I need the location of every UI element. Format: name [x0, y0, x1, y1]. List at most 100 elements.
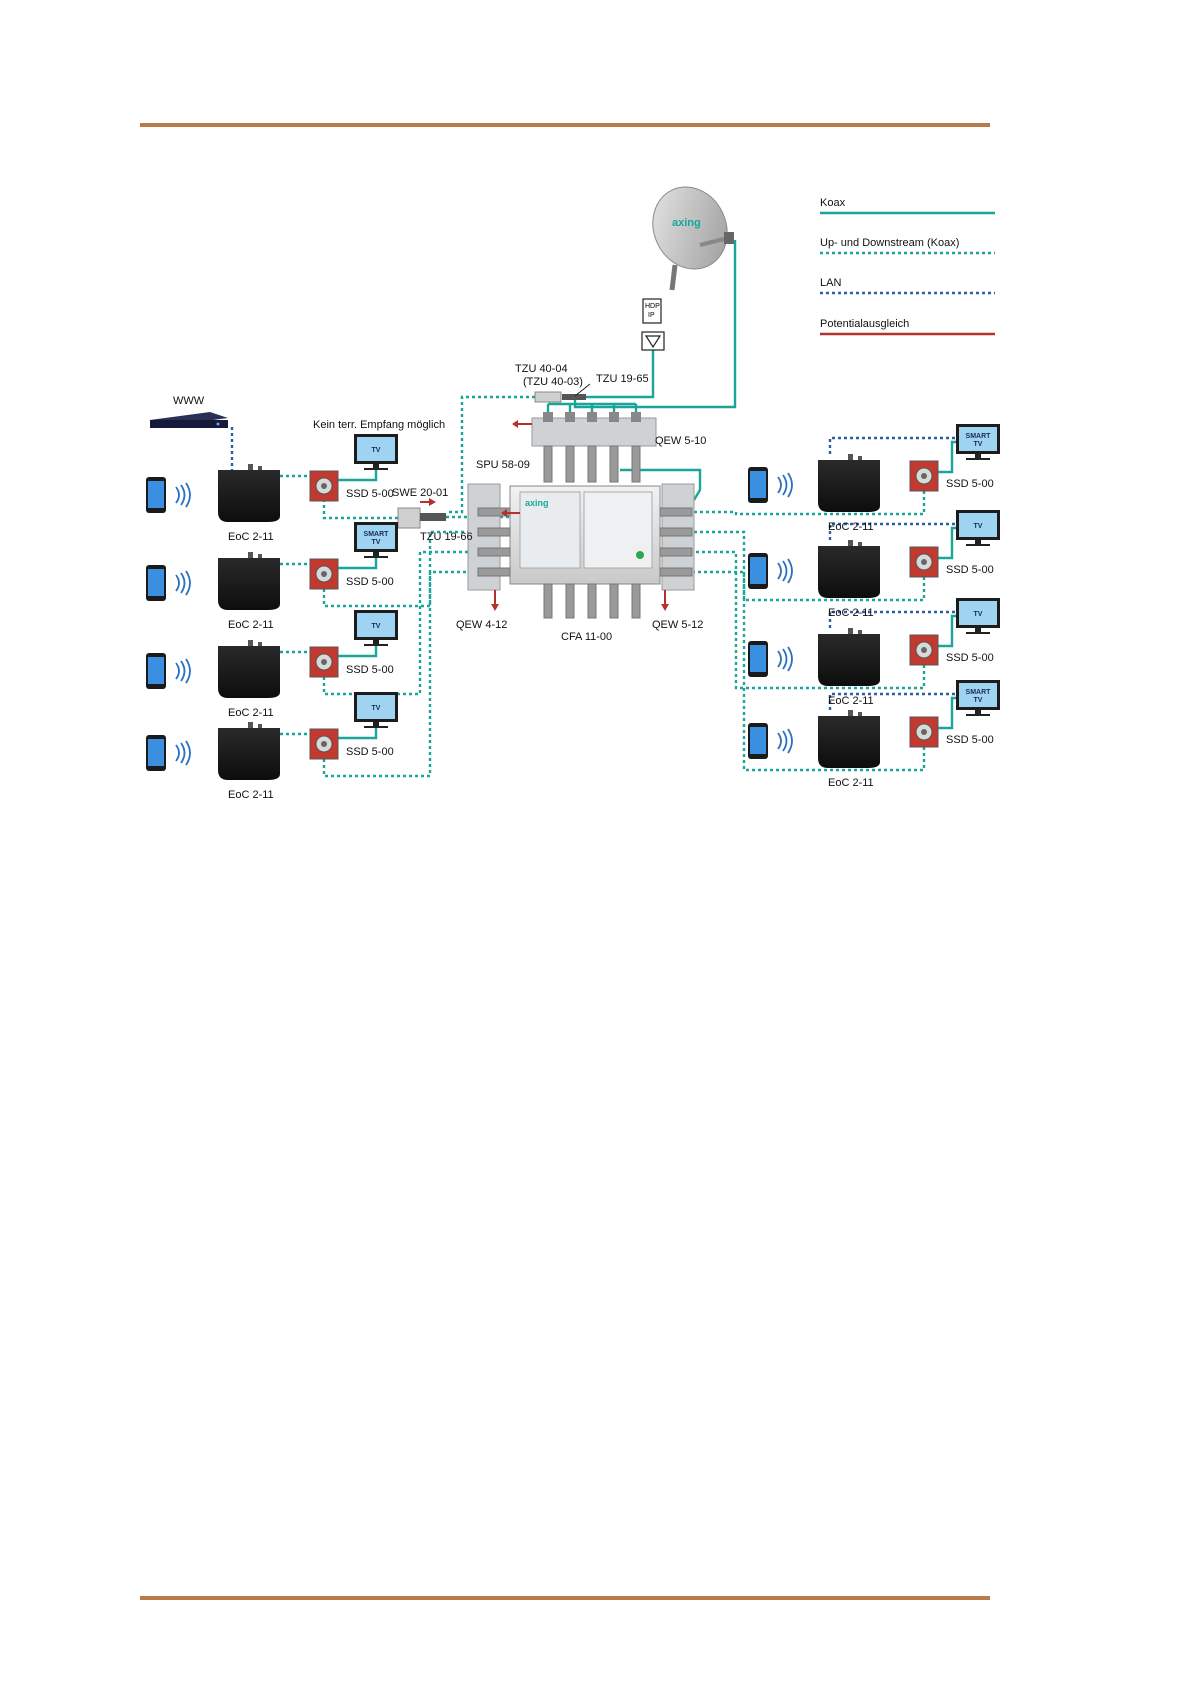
antenna-port [258, 554, 262, 559]
eoc-box [818, 546, 880, 598]
tv-screen [959, 683, 997, 707]
tv-label: TV [974, 611, 983, 618]
eoc-label: EoC 2-11 [228, 531, 274, 543]
eoc-label: EoC 2-11 [828, 777, 874, 789]
eoc-label: EoC 2-11 [828, 521, 874, 533]
eoc-label: EoC 2-11 [828, 695, 874, 707]
socket-port [921, 729, 927, 735]
updown-line [692, 570, 926, 772]
antenna-port [858, 712, 862, 717]
antenna-port [848, 540, 853, 547]
phone-screen [750, 471, 766, 498]
phone-screen [148, 481, 164, 508]
wifi-icon [180, 572, 186, 594]
f-connector [631, 583, 641, 619]
legend-label-koax: Koax [820, 197, 846, 209]
eoc-label: EoC 2-11 [828, 607, 874, 619]
wifi-icon [180, 742, 186, 764]
eoc-box [218, 646, 280, 698]
antenna-port [258, 642, 262, 647]
ip-label: IP [648, 312, 655, 319]
wifi-icon [175, 744, 180, 762]
tv-stand [975, 454, 981, 458]
phone-screen [148, 569, 164, 596]
wifi-icon [185, 658, 191, 684]
tv-stand [966, 458, 990, 460]
ssd-label: SSD 5-00 [346, 488, 394, 500]
f-connector [631, 412, 641, 422]
multiswitch-brand: axing [525, 498, 549, 508]
tv-label: SMART [364, 531, 390, 538]
tzu-19-66-label: TZU 19-66 [420, 531, 473, 543]
antenna-port [858, 630, 862, 635]
updown-line [446, 395, 535, 514]
dish-brand: axing [672, 217, 701, 229]
wifi-icon [782, 648, 788, 670]
spu-label: SPU 58-09 [476, 459, 530, 471]
tv-screen [357, 525, 395, 549]
eoc-box [818, 634, 880, 686]
tv-label: SMART [966, 433, 992, 440]
tv-screen [357, 613, 395, 637]
tv-stand [966, 632, 990, 634]
ssd-label: SSD 5-00 [946, 734, 994, 746]
koax-line [573, 240, 737, 409]
f-connector [477, 527, 511, 537]
wifi-icon [782, 560, 788, 582]
socket-port [321, 483, 327, 489]
wifi-icon [777, 476, 782, 494]
tv-stand [364, 726, 388, 728]
tv-stand [364, 468, 388, 470]
swe-label: SWE 20-01 [392, 487, 448, 499]
koax-line [586, 350, 655, 399]
qew-5-10-bar: QEW 5-10 [512, 404, 706, 483]
koax-line [338, 726, 378, 740]
antenna-port [258, 466, 262, 471]
updown-line [322, 530, 478, 608]
cfa-label: CFA 11-00 [561, 631, 612, 643]
koax-line [338, 468, 378, 482]
wifi-icon [175, 574, 180, 592]
ssd-label: SSD 5-00 [946, 478, 994, 490]
socket-port [921, 473, 927, 479]
phone-screen [750, 727, 766, 754]
antenna-port [248, 464, 253, 471]
f-connector [631, 445, 641, 483]
f-connector [565, 445, 575, 483]
antenna-port [248, 552, 253, 559]
f-connector [659, 547, 693, 557]
f-connector [659, 527, 693, 537]
socket-port [921, 647, 927, 653]
f-connector [659, 567, 693, 577]
eoc-box [818, 460, 880, 512]
socket-port [321, 741, 327, 747]
tv-stand [373, 464, 379, 468]
koax-line [338, 644, 378, 658]
tv-label: TV [372, 623, 381, 630]
top-rule [140, 123, 990, 127]
ssd-label: SSD 5-00 [946, 564, 994, 576]
phone-screen [148, 739, 164, 766]
tv-stand [966, 544, 990, 546]
tv-stand [373, 722, 379, 726]
f-connector [543, 445, 553, 483]
wifi-icon [787, 558, 793, 584]
tv-label: TV [974, 523, 983, 530]
qew-5-10-label: QEW 5-10 [655, 435, 706, 447]
f-connector [543, 412, 553, 422]
kein-terr-label: Kein terr. Empfang möglich [313, 419, 445, 431]
tv-label: TV [974, 697, 983, 704]
updown-line [692, 550, 926, 690]
tv-screen [959, 427, 997, 451]
f-connector [609, 412, 619, 422]
tv-stand [975, 628, 981, 632]
antenna-port [248, 722, 253, 729]
f-connector [543, 583, 553, 619]
wifi-icon [787, 646, 793, 672]
wifi-icon [777, 562, 782, 580]
ssd-label: SSD 5-00 [346, 576, 394, 588]
